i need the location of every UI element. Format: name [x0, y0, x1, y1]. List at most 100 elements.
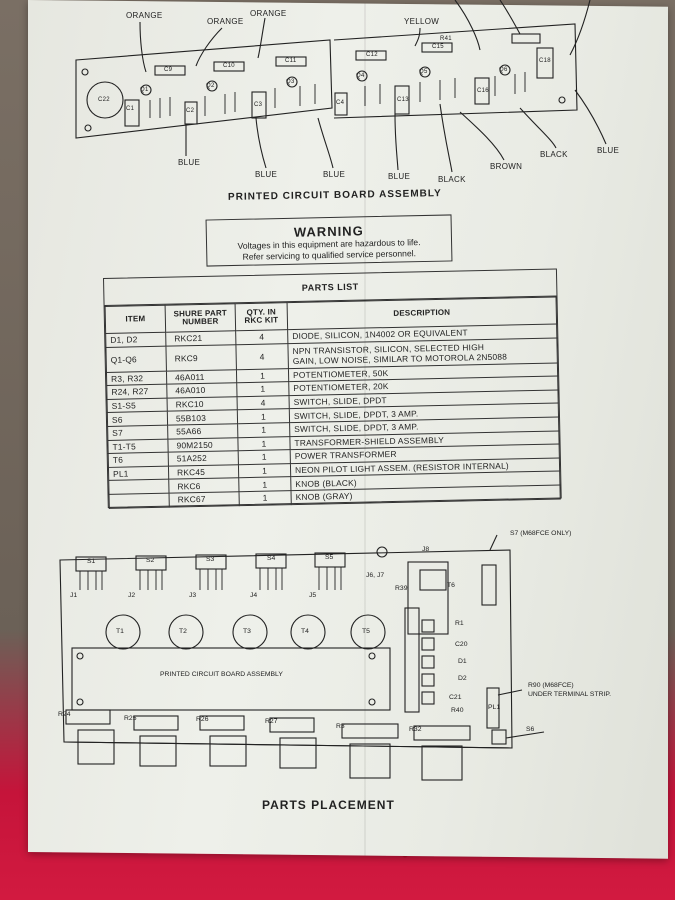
- switch-label-s2: S2: [146, 557, 155, 564]
- diode-label-d1: D1: [458, 658, 467, 665]
- cell-qty: 1: [238, 449, 291, 465]
- switch-label-s1: S1: [87, 558, 96, 565]
- cell-qty: 4: [235, 329, 288, 345]
- wire-label-orange-1: ORANGE: [126, 11, 163, 20]
- pot-label-r27: R27: [265, 718, 278, 725]
- cell-qty: 4: [237, 395, 290, 411]
- wire-label-blue-3: BLUE: [323, 170, 346, 179]
- placement-pcb: [71, 647, 391, 711]
- cell-qty: 1: [237, 409, 290, 424]
- switch-label-s5: S5: [325, 554, 334, 561]
- placement-board-label: PRINTED CIRCUIT BOARD ASSEMBLY: [160, 671, 283, 678]
- wire-label-orange-3: ORANGE: [250, 9, 287, 18]
- pot-label-r24: R24: [58, 711, 71, 718]
- jack-label-j5: J5: [309, 592, 317, 599]
- cell-part: 55B103: [167, 410, 238, 426]
- switch-label-s3: S3: [206, 556, 215, 563]
- pot-label-r32: R32: [409, 726, 422, 733]
- transformer-label-t2: T2: [179, 628, 187, 635]
- transformer-t4: [290, 614, 326, 650]
- component-label-c11: C11: [285, 58, 297, 64]
- component-label-q1: Q1: [140, 87, 149, 93]
- jack-label-j8: J8: [422, 546, 430, 553]
- cell-item: Q1-Q6: [105, 345, 167, 373]
- capacitor-label-c21: C21: [449, 694, 462, 701]
- cell-qty: 1: [236, 381, 289, 397]
- pot-label-r26: R26: [196, 716, 209, 723]
- component-label-c13: C13: [397, 97, 409, 103]
- component-label-c22: C22: [98, 97, 110, 103]
- cell-item: [109, 493, 170, 508]
- component-label-q4: Q4: [356, 73, 365, 79]
- component-label-q5: Q5: [419, 69, 428, 75]
- pilot-light-label-pl1: PL1: [488, 704, 501, 711]
- resistor-label-r1: R1: [455, 620, 464, 627]
- jack-label-j2: J2: [128, 592, 136, 599]
- transformer-label-t4: T4: [301, 628, 309, 635]
- switch-note-s7: S7 (M68FCE ONLY): [510, 530, 572, 537]
- cell-qty: 1: [237, 436, 291, 451]
- component-label-q3: Q3: [286, 79, 295, 85]
- wire-label-blue-5: BLUE: [597, 146, 620, 155]
- cell-item: D1, D2: [105, 332, 166, 348]
- resistor-label-r39: R39: [395, 585, 408, 592]
- cell-part: RKC6: [168, 478, 240, 494]
- diode-label-d2: D2: [458, 675, 467, 682]
- cell-qty: 1: [237, 422, 290, 438]
- transformer-t5: [350, 614, 386, 650]
- cell-qty: 4: [235, 343, 289, 370]
- component-label-q6: Q6: [499, 67, 508, 73]
- cell-part: 90M2150: [167, 437, 239, 453]
- cell-qty: 1: [239, 490, 292, 506]
- pcb-board-right: [333, 23, 578, 119]
- component-label-c16: C16: [477, 88, 489, 94]
- transformer-t3: [232, 614, 268, 650]
- component-label-c9: C9: [164, 67, 173, 73]
- capacitor-label-c20: C20: [455, 641, 468, 648]
- component-label-q2: Q2: [206, 83, 215, 89]
- transformer-label-t6: T6: [447, 582, 455, 589]
- cell-part: 55A66: [167, 423, 238, 439]
- cell-item: S1-S5: [107, 397, 168, 413]
- cell-item: T1-T5: [107, 438, 169, 454]
- cell-item: R24, R27: [106, 384, 168, 400]
- wire-label-black-1: BLACK: [438, 175, 466, 184]
- transformer-label-t3: T3: [243, 628, 251, 635]
- switch-label-s4: S4: [267, 555, 276, 562]
- jack-label-j4: J4: [250, 592, 258, 599]
- resistor-label-r40: R40: [451, 707, 464, 714]
- wire-label-blue-4: BLUE: [388, 172, 411, 181]
- header-item: ITEM: [105, 305, 166, 334]
- warning-box: WARNING Voltages in this equipment are h…: [205, 214, 453, 267]
- cell-item: T6: [108, 452, 169, 468]
- component-label-c3: C3: [254, 102, 263, 108]
- cell-item: S7: [107, 425, 168, 440]
- pcb-board-left: [75, 39, 333, 139]
- jack-label-j3: J3: [189, 592, 197, 599]
- transformer-t1: [105, 614, 141, 650]
- parts-placement-drawing: [59, 534, 545, 781]
- pot-label-r3: R3: [336, 723, 345, 730]
- wire-label-brown: BROWN: [490, 162, 523, 171]
- resistor-note-r90-line-2: UNDER TERMINAL STRIP.: [528, 691, 611, 698]
- component-label-c10: C10: [223, 63, 235, 69]
- cell-qty: 1: [236, 368, 289, 383]
- component-label-c12: C12: [366, 52, 378, 58]
- cell-part: RKC67: [169, 491, 240, 507]
- pcb-assembly-drawing: [75, 0, 607, 173]
- capacitor-c22: [86, 81, 124, 119]
- cell-part: 46A011: [166, 369, 237, 385]
- wire-label-blue-2: BLUE: [255, 170, 278, 179]
- cell-qty: 1: [238, 476, 291, 492]
- header-qty-line-2: RKC KIT: [244, 315, 279, 326]
- parts-placement-caption: PARTS PLACEMENT: [262, 798, 395, 812]
- cell-item: R3, R32: [106, 370, 167, 386]
- wire-label-blue-1: BLUE: [178, 158, 201, 167]
- transformer-label-t5: T5: [362, 628, 370, 635]
- jack-label-j6-j7: J6, J7: [366, 572, 385, 579]
- wire-label-black-2: BLACK: [540, 150, 568, 159]
- resistor-note-r90-line-1: R90 (M68FCE): [528, 682, 574, 689]
